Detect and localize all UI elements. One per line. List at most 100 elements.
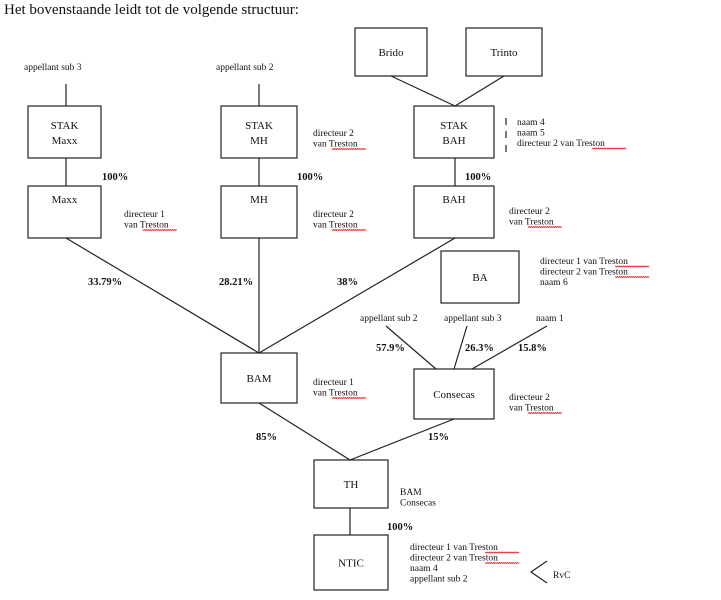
annotation-line: van Treston bbox=[509, 404, 554, 414]
entity-box-frame bbox=[27, 185, 102, 239]
entity-box-mh: MH bbox=[220, 185, 298, 239]
entity-box-th: TH bbox=[313, 459, 389, 509]
connector-line bbox=[349, 418, 455, 461]
entity-box-frame bbox=[440, 250, 520, 304]
annotation-line: directeur 2 bbox=[313, 210, 354, 220]
entity-name: Maxx bbox=[52, 194, 78, 206]
percentage-sh1-cons: 57.9% bbox=[376, 343, 405, 354]
annotation-line: naam 4 bbox=[517, 118, 545, 128]
percentage-bam-th: 85% bbox=[256, 432, 277, 443]
page-heading: Het bovenstaande leidt tot de volgende s… bbox=[4, 2, 299, 18]
annotation-line: van Treston bbox=[313, 389, 358, 399]
percentage-cons-th: 15% bbox=[428, 432, 449, 443]
annotation-line: directeur 2 van Treston bbox=[540, 268, 628, 278]
annotation-line: van Treston bbox=[124, 221, 169, 231]
annotation-line: directeur 2 bbox=[509, 393, 550, 403]
entity-box-stak-mh: STAK MH bbox=[220, 105, 298, 159]
annotation-line: naam 5 bbox=[517, 129, 545, 139]
entity-box-frame bbox=[27, 105, 102, 159]
percentage-maxx-bam: 33.79% bbox=[88, 277, 122, 288]
spellcheck-underline bbox=[527, 225, 563, 229]
percentage-stak-mh-mh: 100% bbox=[297, 172, 323, 183]
entity-box-frame bbox=[354, 27, 428, 77]
entity-name: STAK bbox=[440, 120, 468, 132]
entity-box-brido: Brido bbox=[354, 27, 428, 77]
entity-name: NTIC bbox=[338, 558, 364, 570]
percentage-mh-bam: 28.21% bbox=[219, 277, 253, 288]
annotation-line: appellant sub 3 bbox=[444, 314, 502, 324]
entity-name: BAH bbox=[442, 194, 465, 206]
annotation-line: directeur 2 bbox=[313, 129, 354, 139]
spellcheck-underline bbox=[484, 561, 520, 565]
rvc-arrow-icon bbox=[529, 560, 548, 584]
entity-box-ba: BA bbox=[440, 250, 520, 304]
annotation-line: directeur 1 van Treston bbox=[540, 257, 628, 267]
entity-name: TH bbox=[344, 479, 359, 491]
entity-box-frame bbox=[413, 105, 495, 159]
annotation-appellant-sub2-top: appellant sub 2 bbox=[216, 63, 274, 73]
entity-name: STAK bbox=[51, 120, 79, 132]
percentage-stak-maxx-maxx: 100% bbox=[102, 172, 128, 183]
entity-box-frame bbox=[313, 459, 389, 509]
annotation-line: appellant sub 2 bbox=[216, 63, 274, 73]
annotation-appellant-sub3-top: appellant sub 3 bbox=[24, 63, 82, 73]
connector-line bbox=[390, 75, 456, 107]
spellcheck-underline bbox=[614, 275, 650, 279]
spellcheck-underline bbox=[331, 228, 367, 232]
annotation-line: directeur 1 van Treston bbox=[410, 543, 498, 553]
connector-line bbox=[65, 237, 260, 354]
spellcheck-underline bbox=[142, 228, 178, 232]
entity-name: MH bbox=[250, 135, 268, 147]
annotation-line: directeur 1 bbox=[313, 378, 354, 388]
entity-box-frame bbox=[220, 105, 298, 159]
connector-line bbox=[471, 325, 548, 370]
spellcheck-underline bbox=[527, 411, 563, 415]
connector-line bbox=[258, 402, 351, 461]
entity-box-frame bbox=[313, 534, 389, 591]
annotation-line: appellant sub 3 bbox=[24, 63, 82, 73]
connector-line bbox=[453, 325, 468, 370]
entity-name: Trinto bbox=[490, 47, 518, 59]
annotation-rvc: RvC bbox=[553, 571, 570, 581]
percentage-stak-bah-bah: 100% bbox=[465, 172, 491, 183]
annotation-line: directeur 2 van Treston bbox=[517, 139, 605, 149]
annotation-line: naam 1 bbox=[536, 314, 564, 324]
annotation-line: BAM bbox=[400, 488, 422, 498]
spellcheck-underline bbox=[484, 551, 520, 554]
annotation-line: directeur 2 bbox=[509, 207, 550, 217]
annotation-cons-sh3: naam 1 bbox=[536, 314, 564, 324]
percentage-bah-bam: 38% bbox=[337, 277, 358, 288]
connector-line bbox=[258, 237, 456, 354]
connector-line bbox=[454, 75, 505, 107]
spellcheck-underline bbox=[614, 265, 650, 268]
annotation-line: appellant sub 2 bbox=[410, 575, 468, 585]
entity-box-bam: BAM bbox=[220, 352, 298, 404]
connector-line bbox=[385, 325, 437, 370]
entity-name: STAK bbox=[245, 120, 273, 132]
annotation-cons-sh2: appellant sub 3 bbox=[444, 314, 502, 324]
entity-name: BAM bbox=[246, 373, 271, 385]
annotation-cons-sh1: appellant sub 2 bbox=[360, 314, 418, 324]
percentage-labels: 100%100%100%33.79%28.21%38%57.9%26.3%15.… bbox=[88, 172, 547, 533]
percentage-sh2-cons: 26.3% bbox=[465, 343, 494, 354]
entity-name: Brido bbox=[378, 47, 404, 59]
connector-lines bbox=[65, 75, 548, 584]
percentage-th-ntic: 100% bbox=[387, 522, 413, 533]
entity-name: MH bbox=[250, 194, 268, 206]
annotation-line: van Treston bbox=[509, 218, 554, 228]
entity-name: BA bbox=[472, 272, 487, 284]
entity-box-consecas: Consecas bbox=[413, 368, 495, 420]
annotation-line: Consecas bbox=[400, 499, 436, 509]
entity-name: Maxx bbox=[52, 135, 78, 147]
